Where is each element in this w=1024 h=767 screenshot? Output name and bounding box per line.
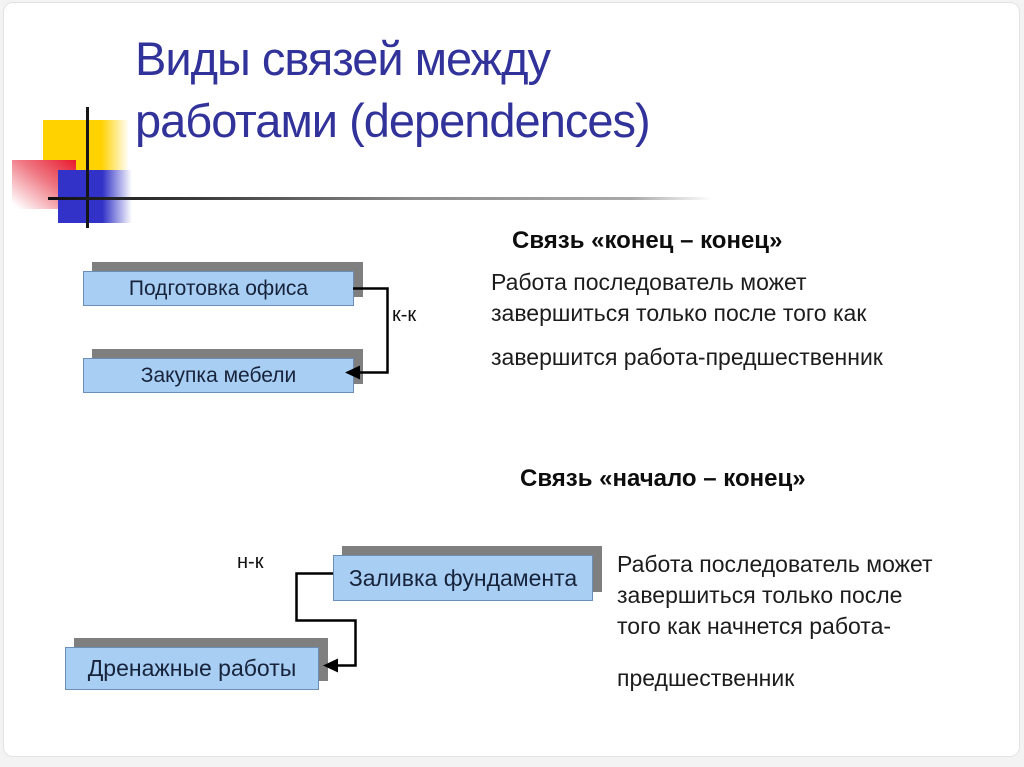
page-title-line2: работами (dependences) bbox=[135, 94, 651, 147]
section1-body-line1: Работа последователь может bbox=[491, 269, 807, 295]
decoration-blue-square bbox=[58, 170, 132, 223]
task-box-furniture-purchase: Закупка мебели bbox=[83, 358, 354, 393]
section1-body-line2: завершиться только после того как bbox=[491, 300, 867, 326]
connector-label-kk: к-к bbox=[392, 304, 417, 326]
section2-paragraph: Работа последователь может завершиться т… bbox=[617, 549, 933, 694]
connector-label-nk: н-к bbox=[237, 551, 264, 573]
page-title-line1: Виды связей между bbox=[135, 32, 551, 85]
section2-body-line2: завершиться только после bbox=[617, 582, 903, 608]
section2-body-line1: Работа последователь может bbox=[617, 551, 933, 577]
section2-body-line4: предшественник bbox=[617, 665, 795, 691]
task-box-drainage-works: Дренажные работы bbox=[65, 647, 319, 690]
section1-paragraph: Работа последователь может завершиться т… bbox=[491, 267, 883, 373]
decoration-vertical-line bbox=[86, 107, 89, 228]
task-box-foundation-pouring: Заливка фундамента bbox=[333, 555, 593, 601]
section2-body-line3: того как начнется работа- bbox=[617, 613, 892, 639]
section2-heading: Связь «начало – конец» bbox=[520, 465, 806, 492]
section1-body-line3: завершится работа-предшественник bbox=[491, 344, 883, 370]
task-box-office-preparation: Подготовка офиса bbox=[83, 271, 354, 306]
section1-heading: Связь «конец – конец» bbox=[512, 227, 783, 254]
title-divider-line bbox=[48, 197, 712, 200]
page-title: Виды связей между работами (dependences) bbox=[135, 28, 875, 152]
